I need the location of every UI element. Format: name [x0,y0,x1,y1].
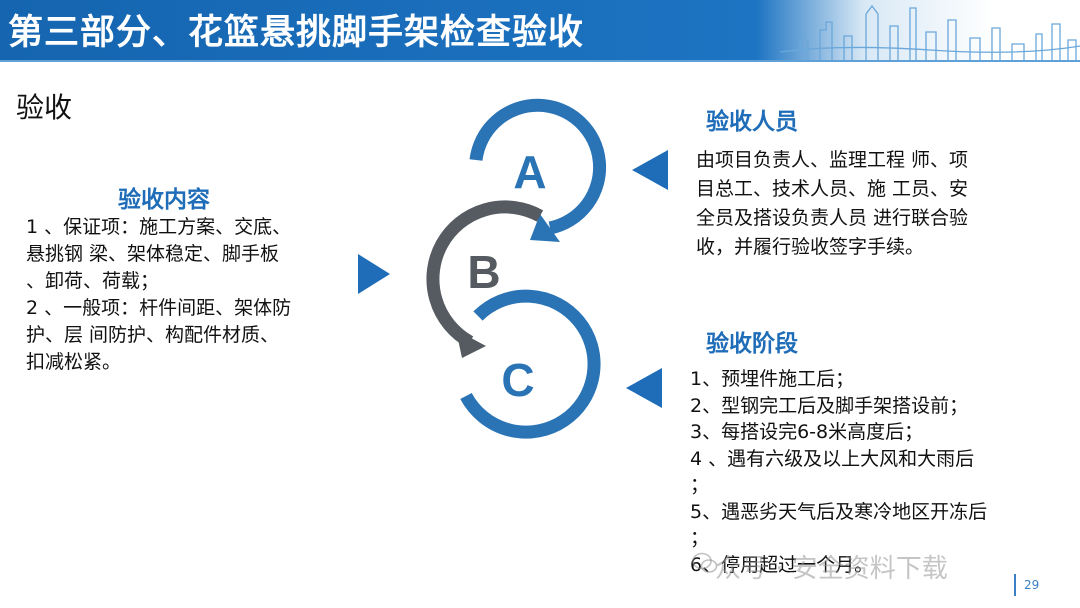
text-line: 收，并履行验收签字手续。 [696,236,925,258]
text-line: 2、型钢完工后及脚手架搭设前； [690,394,969,417]
abc-cycle-diagram: A B C [426,98,607,439]
text-line: 目总工、技术人员、施 工员、安 [696,178,969,200]
triangle-left-icon [626,368,662,408]
city-skyline-icon [780,4,1080,60]
page-number-divider [1014,574,1016,596]
page-number: 29 [1024,578,1040,592]
text-line: 护、层 间防护、构配件材质、 [26,324,280,346]
text-line: 3、每搭设完6-8米高度后； [690,421,924,443]
header-bar: 第三部分、花篮悬挑脚手架检查验收 [0,0,1080,60]
text-line: 由项目负责人、监理工程 师、项 [696,149,969,171]
text-line: 悬挑钢 梁、架体稳定、脚手板 [26,243,280,265]
circle-a: A [469,98,607,242]
text-line: 扣减松紧。 [26,351,122,373]
text-line: 全员及搭设负责人员 进行联合验 [696,207,969,229]
text-line: ； [690,527,710,549]
header-divider [0,60,1080,62]
text-line: 2 、一般项：杆件间距、架体防 [26,297,292,319]
text-line: ； [690,474,710,496]
watermark-text: 众号 · 安全资料下载 [715,554,948,584]
inspection-personnel-text: 由项目负责人、监理工程 师、项 目总工、技术人员、施 工员、安 全员及搭设负责人… [696,146,968,262]
text-line: 1 、保证项：施工方案、交底、 [26,216,292,238]
wechat-icon [692,552,718,573]
inspection-stage-text: 1、预埋件施工后； 2、型钢完工后及脚手架搭设前； 3、每搭设完6-8米高度后；… [690,366,987,578]
slide-title: 第三部分、花篮悬挑脚手架检查验收 [8,13,585,53]
inspection-content-heading: 验收内容 [118,187,210,213]
inspection-content-text: 1 、保证项：施工方案、交底、 悬挑钢 梁、架体稳定、脚手板 、卸荷、荷载； 2… [26,214,291,376]
circle-b: B [426,200,544,358]
inspection-personnel-heading: 验收人员 [706,109,798,135]
text-line: 6、停用超过一个月。 [690,553,874,576]
circle-c: C [460,289,601,439]
text-line: 、卸荷、荷载； [26,270,160,292]
section-subtitle: 验收 [16,91,73,124]
text-line: 5、遇恶劣天气后及寒冷地区开冻后 [690,500,988,523]
label-b: B [467,246,500,298]
label-a: A [513,146,546,198]
triangle-right-icon [358,254,390,294]
text-line: 4 、遇有六级及以上大风和大雨后 [690,447,975,470]
inspection-stage-heading: 验收阶段 [706,331,798,357]
label-c: C [501,354,534,406]
text-line: 1、预埋件施工后； [690,368,855,390]
triangle-left-icon [632,150,668,190]
